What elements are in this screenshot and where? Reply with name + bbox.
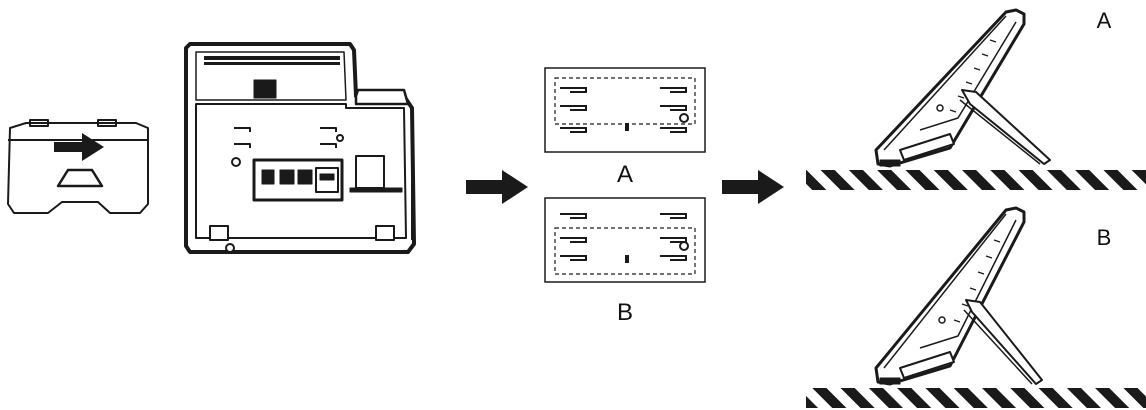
phone-side-view-b (874, 206, 1043, 386)
step-arrow-2-icon (722, 170, 784, 204)
slot-option-b-panel (544, 197, 706, 283)
stand-bracket (7, 119, 149, 214)
angle-b-label: B (1097, 225, 1112, 250)
surface-hatch-a (806, 170, 1146, 190)
slot-option-a-label: A (617, 161, 633, 188)
slide-arrow-icon (54, 133, 104, 161)
port-area (252, 155, 403, 202)
slot-option-b-label: B (617, 299, 633, 326)
angle-a-label: A (1097, 8, 1112, 33)
slot-option-a-panel (544, 67, 706, 153)
surface-hatch-b (806, 388, 1146, 408)
back-slots (231, 127, 344, 167)
phone-side-view-a (874, 8, 1051, 168)
step-arrow-1-icon (466, 170, 528, 204)
phone-back-view (184, 42, 416, 254)
vent-grille (204, 56, 340, 65)
